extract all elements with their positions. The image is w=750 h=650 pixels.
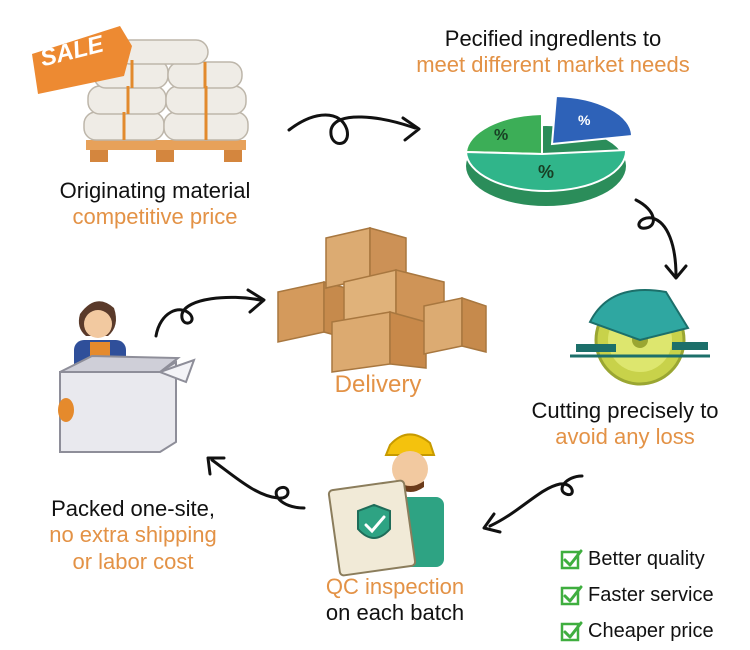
- packed-subtitle-2: or labor cost: [72, 548, 194, 574]
- benefit-label: Better quality: [588, 547, 705, 570]
- checkbox-checked-icon: [560, 549, 583, 570]
- qc-subtitle: on each batch: [325, 600, 465, 626]
- arrow-qc-to-packed: [206, 456, 306, 510]
- arrow-packed-to-delivery: [154, 288, 266, 338]
- benefit-label: Cheaper price: [588, 619, 714, 642]
- cutting-caption: Cutting precisely to avoid any loss: [500, 398, 750, 451]
- packed-caption: Packed one-site, no extra shipping or la…: [8, 496, 258, 575]
- benefit-item: Cheaper price: [560, 613, 714, 649]
- sacks-illustration: [32, 26, 249, 162]
- benefit-item: Better quality: [560, 541, 714, 577]
- origin-subtitle: competitive price: [72, 204, 238, 230]
- ingredients-caption: Pecified ingredlents to meet different m…: [368, 26, 738, 79]
- arrow-origin-to-ingredients: [287, 113, 421, 145]
- pie-label-left: %: [494, 127, 508, 144]
- arrow-ingredients-to-cutting: [634, 198, 688, 280]
- packer-illustration: [58, 301, 196, 453]
- qc-title: QC inspection: [325, 574, 465, 599]
- cutting-title: Cutting precisely to: [531, 398, 719, 423]
- origin-title: Originating material: [59, 178, 251, 203]
- packed-subtitle-1: no extra shipping: [49, 522, 217, 548]
- qc-inspector-illustration: [327, 433, 444, 577]
- pie-label-bottom: %: [538, 162, 554, 182]
- benefits-checklist: Better quality Faster service Cheaper pr…: [560, 541, 714, 649]
- packed-title: Packed one-site,: [51, 496, 215, 521]
- qc-caption: QC inspection on each batch: [290, 574, 500, 627]
- ingredients-title: Pecified ingredlents to: [444, 26, 662, 51]
- checkbox-checked-icon: [560, 621, 583, 642]
- ingredients-subtitle: meet different market needs: [416, 52, 690, 78]
- benefit-label: Faster service: [588, 583, 714, 606]
- benefit-item: Faster service: [560, 577, 714, 613]
- pie-label-top: %: [578, 112, 591, 128]
- boxes-illustration: [277, 227, 487, 373]
- delivery-label: Delivery: [334, 371, 422, 398]
- origin-caption: Originating material competitive price: [30, 178, 280, 231]
- saw-illustration: [570, 289, 710, 386]
- checkbox-checked-icon: [560, 585, 583, 606]
- pie-chart-illustration: % % %: [464, 94, 634, 206]
- cutting-subtitle: avoid any loss: [555, 424, 695, 450]
- arrow-cutting-to-qc: [482, 474, 584, 534]
